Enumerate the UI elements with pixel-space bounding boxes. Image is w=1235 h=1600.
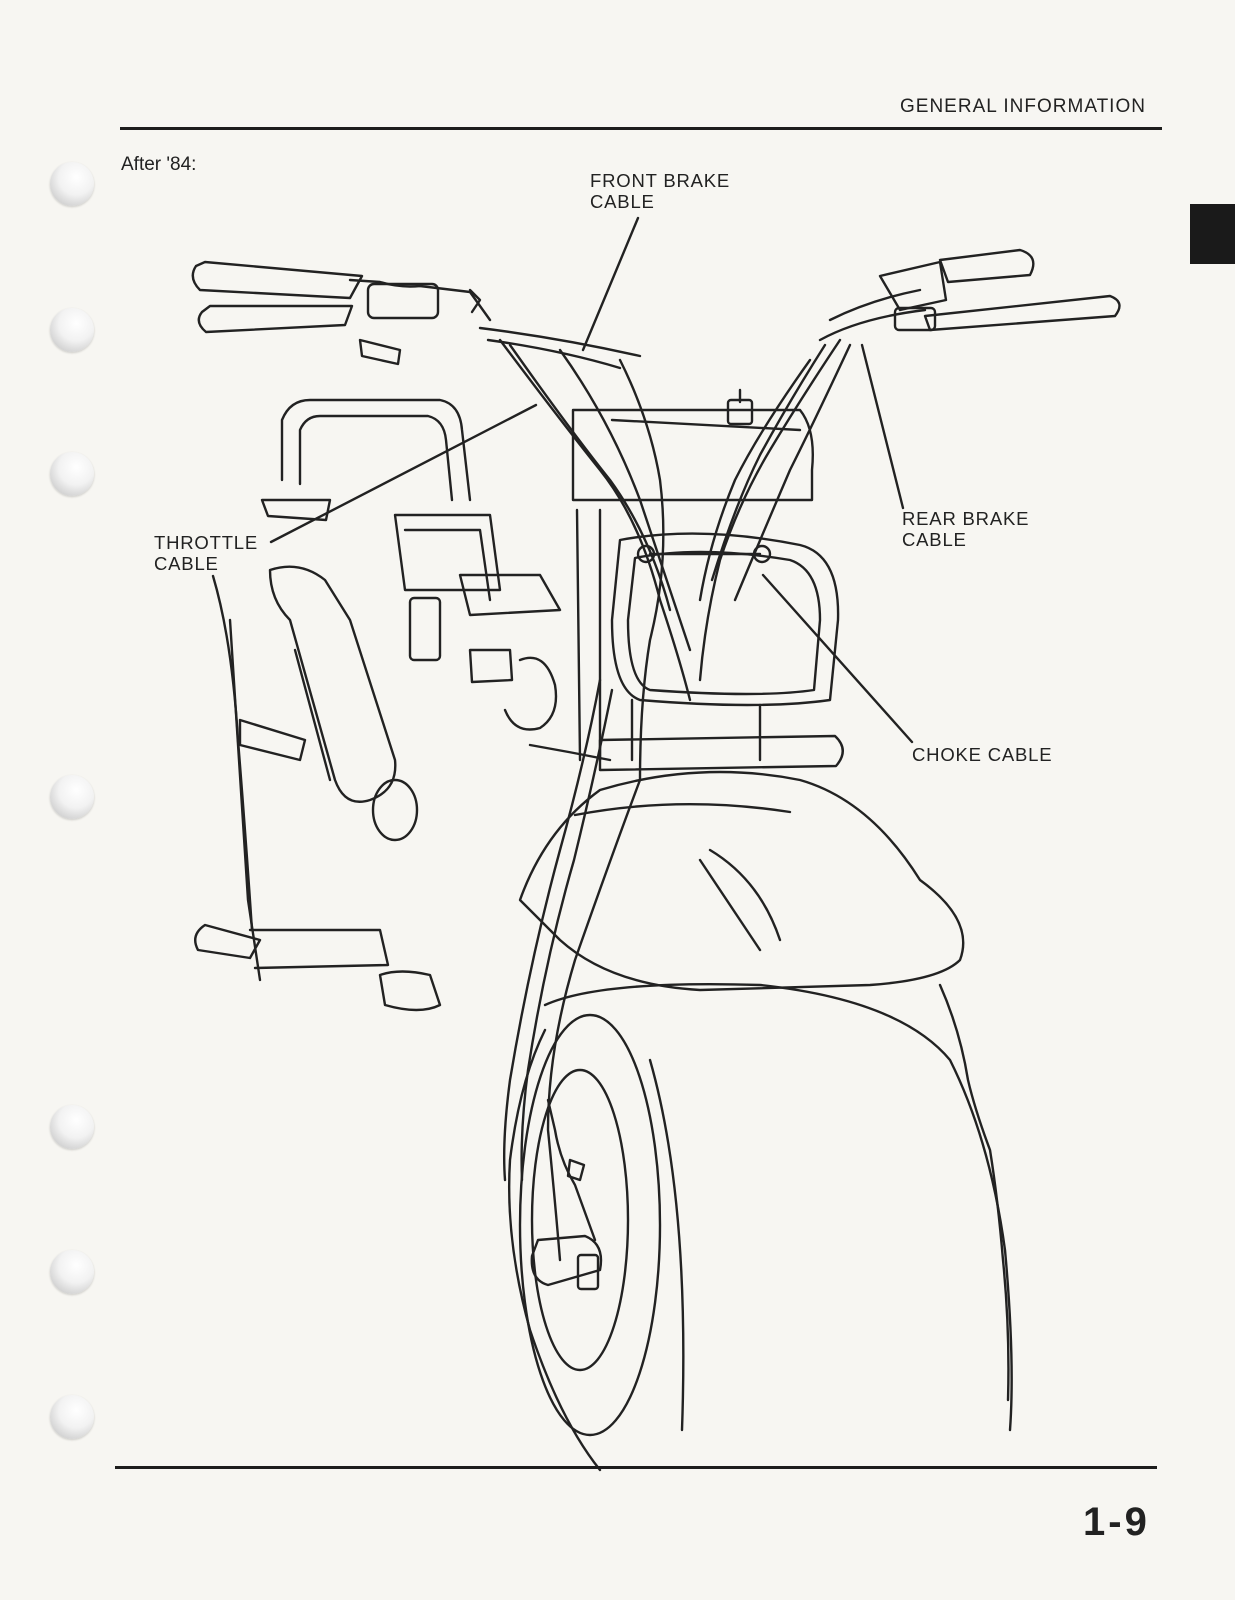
header-rule	[120, 127, 1162, 130]
engine-area	[228, 513, 612, 982]
right-handlebar	[818, 248, 1121, 342]
binder-hole-4	[50, 775, 94, 819]
figure-subtitle: After '84:	[121, 154, 197, 175]
rear-brake-cable-label: REAR BRAKE CABLE	[902, 508, 1030, 550]
left-footrest	[194, 923, 442, 1012]
binder-hole-6	[50, 1250, 94, 1294]
binder-hole-2	[50, 308, 94, 352]
choke-cable-label: CHOKE CABLE	[912, 744, 1053, 765]
rear-rack	[260, 398, 472, 522]
section-tab-marker	[1190, 204, 1235, 264]
page-number: 1-9	[1083, 1500, 1150, 1544]
binder-hole-7	[50, 1395, 94, 1439]
cable-bundle	[498, 338, 852, 1262]
binder-hole-1	[50, 162, 94, 206]
front-brake-cable-label: FRONT BRAKE CABLE	[590, 170, 731, 212]
front-brake-arm	[530, 1098, 603, 1291]
left-handlebar	[191, 260, 642, 370]
section-title: GENERAL INFORMATION	[900, 96, 1146, 117]
binder-hole-3	[50, 452, 94, 496]
binder-hole-5	[50, 1105, 94, 1149]
front-wheel	[507, 983, 1013, 1472]
fuel-tank	[571, 388, 814, 502]
headlight-number-plate	[610, 532, 840, 707]
throttle-cable-label: THROTTLE CABLE	[154, 532, 259, 574]
front-fork	[575, 508, 844, 772]
front-fender	[518, 770, 965, 992]
footer-rule	[115, 1466, 1157, 1469]
